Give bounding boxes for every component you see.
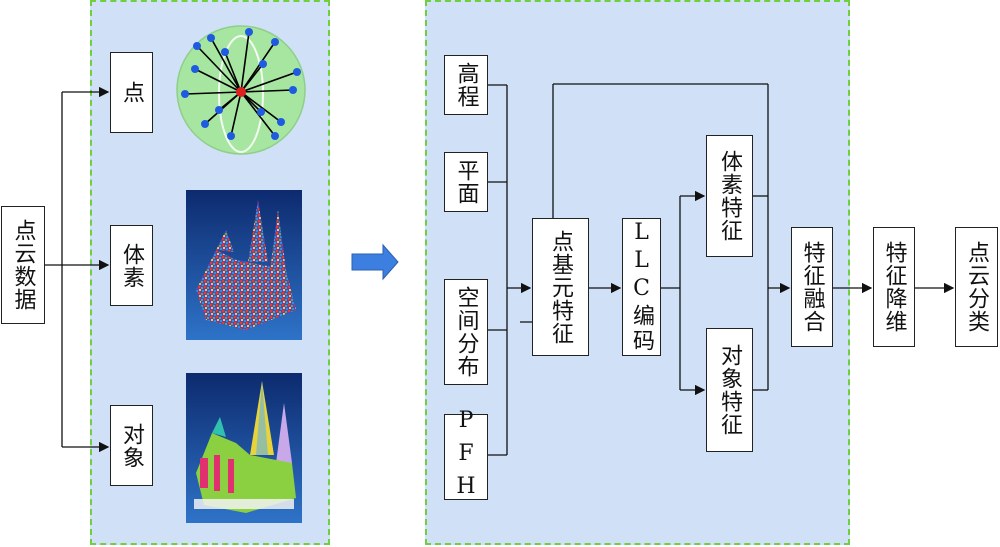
- feature-fusion-box: 特征融合: [791, 227, 833, 347]
- voxel-feature-box: 体素特征: [706, 135, 753, 257]
- input-spatial-distribution-box: 空间分布: [444, 279, 488, 385]
- level-point-box: 点: [110, 52, 153, 133]
- level-object-box: 对象: [110, 405, 153, 486]
- source-point-cloud-box: 点云数据: [1, 206, 45, 324]
- point-neighborhood-image: [176, 25, 306, 155]
- level-voxel-box: 体素: [110, 225, 153, 306]
- blue-arrow-icon: [351, 243, 399, 281]
- point-primitive-feature-box: 点基元特征: [532, 218, 589, 356]
- object-feature-box: 对象特征: [706, 328, 753, 452]
- voxel-cathedral-image: [186, 190, 302, 340]
- input-plane-box: 平面: [444, 152, 488, 212]
- feature-reduction-box: 特征降维: [873, 227, 915, 347]
- llc-encoding-box: LLC编码: [622, 218, 661, 356]
- point-cloud-classification-box: 点云分类: [955, 227, 998, 347]
- input-pfh-box: PFH: [444, 408, 488, 507]
- object-cathedral-image: [186, 373, 302, 523]
- input-elevation-box: 高程: [444, 55, 488, 115]
